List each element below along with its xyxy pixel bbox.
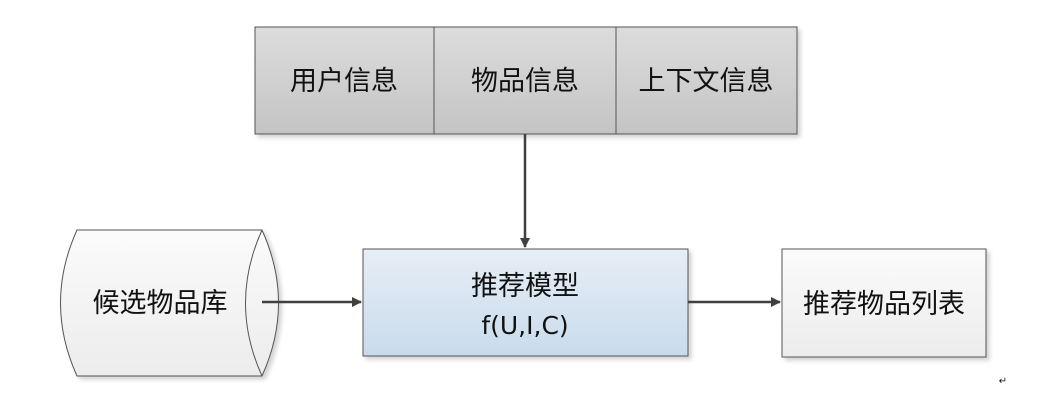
model-box [362,248,689,357]
output-box [781,248,987,358]
user-info-label: 用户信息 [290,66,398,97]
candidate-store-cylinder: 候选物品库 [60,229,279,377]
output-label: 推荐物品列表 [803,289,965,320]
candidate-store-label: 候选物品库 [93,288,228,319]
model-title: 推荐模型 [471,271,579,302]
context-info-label: 上下文信息 [639,66,774,97]
input-info-group: 用户信息 物品信息 上下文信息 [254,26,798,135]
paragraph-mark: ↵ [999,376,1007,387]
input-info-box [254,26,798,135]
item-info-label: 物品信息 [471,66,579,97]
model-formula: f(U,I,C) [481,311,568,340]
